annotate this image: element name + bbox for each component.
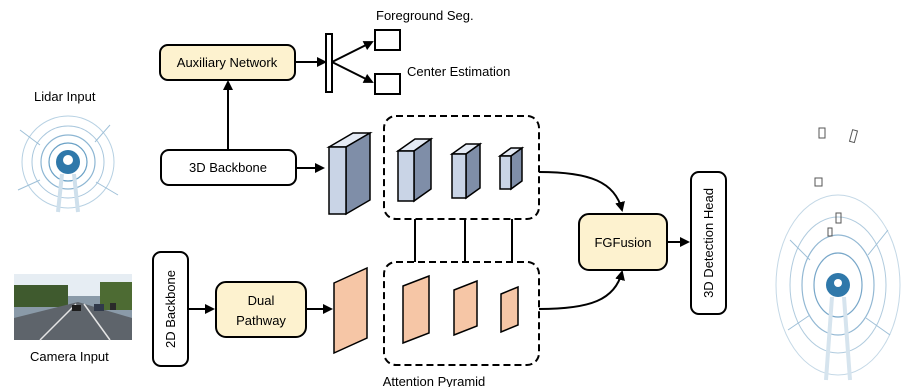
camera-input-label: Camera Input — [30, 349, 109, 364]
detection-head-label: 3D Detection Head — [701, 188, 716, 298]
lidar-pyramid-dashed-box — [383, 115, 540, 220]
attention-pyramid-label: Attention Pyramid — [383, 374, 486, 387]
output-lidar-image — [775, 127, 901, 381]
camera-pyramid-level-2 — [453, 279, 478, 337]
lidar-pyramid-level-2 — [449, 142, 483, 200]
foreground-seg-label: Foreground Seg. — [376, 8, 474, 23]
camera-feature-block — [333, 266, 368, 355]
lidar-feature-block — [326, 131, 373, 216]
lidar-input-label: Lidar Input — [34, 89, 96, 104]
fgfusion-label: FGFusion — [594, 235, 651, 250]
backbone-3d-label: 3D Backbone — [189, 160, 267, 175]
lidar-input-image — [8, 112, 128, 213]
camera-pyramid-to-fusion-arrow — [538, 270, 625, 310]
dual-pathway-box — [215, 281, 307, 338]
detection-head-box — [690, 171, 727, 315]
lidar-pyramid-level-1 — [395, 137, 434, 203]
split-bar — [325, 33, 333, 93]
backbone-2d-label: 2D Backbone — [163, 270, 178, 348]
camera-input-image — [14, 274, 132, 341]
camera-pyramid-level-1 — [402, 274, 430, 345]
center-estimation-box — [374, 73, 401, 95]
lidar-pyramid-to-fusion-arrow — [538, 171, 625, 212]
foreground-seg-box — [374, 29, 401, 51]
dual-pathway-label-line2: Pathway — [236, 313, 286, 328]
camera-pyramid-level-3 — [500, 285, 519, 334]
lidar-pyramid-level-3 — [497, 146, 525, 191]
center-branch-arrow — [331, 61, 374, 83]
seg-branch-arrow — [331, 41, 374, 63]
auxiliary-network-label: Auxiliary Network — [177, 55, 278, 70]
dual-pathway-label-line1: Dual — [248, 293, 275, 308]
camera-pyramid-dashed-box — [383, 261, 540, 366]
center-estimation-label: Center Estimation — [407, 64, 510, 79]
